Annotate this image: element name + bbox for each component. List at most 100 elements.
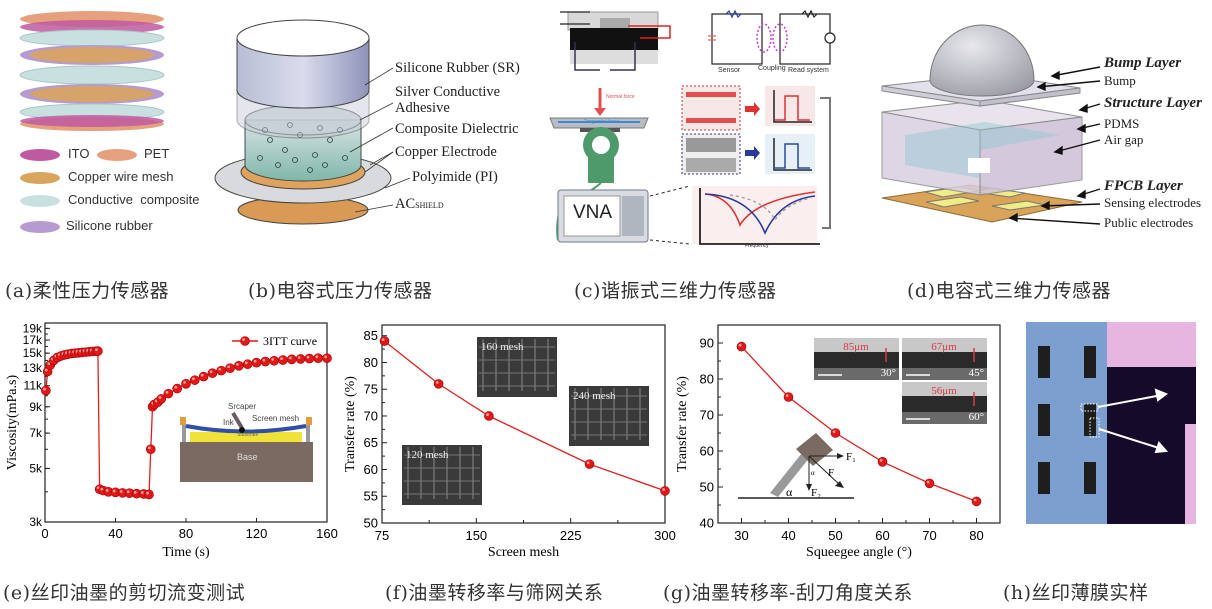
data-point [278, 355, 288, 365]
coupling-label: Coupling [758, 65, 786, 72]
y-tick-label: 65 [364, 435, 378, 450]
f1-label: F₁ [846, 451, 856, 463]
data-point [144, 489, 154, 500]
inset-scraper [231, 411, 244, 430]
data-point-highlight [209, 370, 213, 374]
label-fpcb-layer: FPCB Layer [1104, 178, 1183, 194]
caption-c: (c)谐振式三维力传感器 [574, 280, 777, 302]
data-point [251, 357, 262, 368]
data-point [433, 379, 444, 389]
inset-screen-mesh-label: Screen mesh [252, 414, 300, 423]
squeegee-holder [796, 433, 833, 466]
data-point-highlight [183, 381, 187, 384]
sem-film-layer [902, 396, 987, 412]
x-axis-label: Squeegee angle (°) [806, 545, 912, 560]
data-point [877, 457, 888, 467]
x-tick-label: 30 [734, 528, 748, 543]
resonant-sensor-diagram [549, 9, 836, 245]
y-tick-label: 85 [364, 328, 378, 343]
x-axis-label: Screen mesh [488, 545, 559, 560]
series-line-transfer-rate [741, 346, 977, 503]
caption-d: (d)电容式三维力传感器 [907, 280, 1111, 302]
printed-film-photo [1026, 322, 1196, 524]
label-air-gap: Air gap [1104, 132, 1144, 147]
leader-lines [349, 67, 411, 213]
data-point [830, 428, 841, 438]
data-point-highlight [147, 446, 151, 450]
inset-scraper-label: Srcaper [228, 402, 257, 411]
caption-g: (g)油墨转移率-刮刀角度关系 [663, 582, 913, 604]
data-point-highlight [47, 362, 51, 366]
data-point-highlight [43, 387, 46, 391]
legend-marker [240, 336, 250, 346]
series-markers [736, 341, 982, 507]
legend-label-ito: ITO [68, 146, 90, 161]
force-f2-head [806, 484, 812, 491]
data-point-highlight [253, 359, 257, 363]
sem-inset-240-mesh: 240 mesh [569, 386, 649, 446]
sem-top-layer [902, 382, 987, 396]
data-point-highlight [306, 355, 310, 359]
data-point-highlight [244, 361, 248, 365]
data-point [41, 385, 51, 396]
force-f-head [835, 481, 844, 488]
caption-e: (e)丝印油墨的剪切流变测试 [3, 582, 246, 604]
angle-label: 45° [969, 367, 984, 379]
data-point-highlight [218, 367, 222, 371]
film-thickness-label: 85μm [843, 341, 869, 353]
data-point-highlight [832, 430, 836, 433]
y-tick-label: 3k [29, 515, 43, 529]
sem-film-layer [902, 352, 987, 368]
data-point-highlight [297, 356, 301, 359]
y-tick-label: 70 [364, 408, 378, 423]
angle-label: 60° [969, 411, 984, 423]
air-gap [905, 122, 1060, 178]
data-point [260, 356, 271, 367]
data-point [207, 368, 218, 378]
data-point [924, 478, 935, 489]
legend-label-copper: Copper wire mesh [68, 169, 174, 184]
label-shield-subscript: SHIELD [415, 201, 444, 210]
data-point-highlight [133, 490, 137, 494]
label-sensing-electrodes: Sensing electrodes [1104, 195, 1202, 210]
data-point [783, 392, 794, 402]
data-point-highlight [200, 373, 204, 377]
inset-post-right [306, 423, 310, 442]
label-silver-conductive: Silver Conductive [395, 84, 501, 100]
frequency-label: Frequency [745, 243, 769, 249]
data-point-highlight [586, 461, 590, 465]
legend-marker-highlight [242, 338, 246, 341]
y-tick-label: 60 [700, 444, 714, 459]
label-pdms: PDMS [1104, 116, 1140, 131]
zoom-arrows [1097, 388, 1169, 454]
data-point-highlight [973, 498, 977, 502]
data-point [736, 341, 747, 352]
data-point-highlight [44, 368, 48, 372]
panel-c-resonant-sensor: VNA Sensor Coupling Read system Normal f… [540, 0, 840, 250]
data-point [234, 360, 244, 371]
data-point-highlight [785, 394, 789, 397]
data-point [286, 354, 297, 365]
inset-printing-diagram [180, 411, 313, 482]
pointer-arrows [1008, 66, 1101, 225]
label-composite-dielectric: Composite Dielectric [395, 121, 519, 137]
data-point [660, 486, 670, 496]
y-tick-label: 55 [364, 489, 378, 504]
label-polyimide: Polyimide (PI) [412, 169, 498, 185]
data-point-highlight [879, 459, 883, 462]
data-point-highlight [100, 487, 104, 491]
read-system-label: Read system [788, 67, 829, 74]
delta-r-pulse [775, 143, 810, 169]
f2-label: F₂ [811, 487, 821, 499]
sem-inset-label: 120 mesh [406, 449, 449, 461]
f-label: F [828, 467, 834, 479]
data-point-highlight [381, 338, 385, 342]
y-tick-label: 60 [364, 462, 378, 477]
x-tick-label: 225 [560, 528, 582, 543]
